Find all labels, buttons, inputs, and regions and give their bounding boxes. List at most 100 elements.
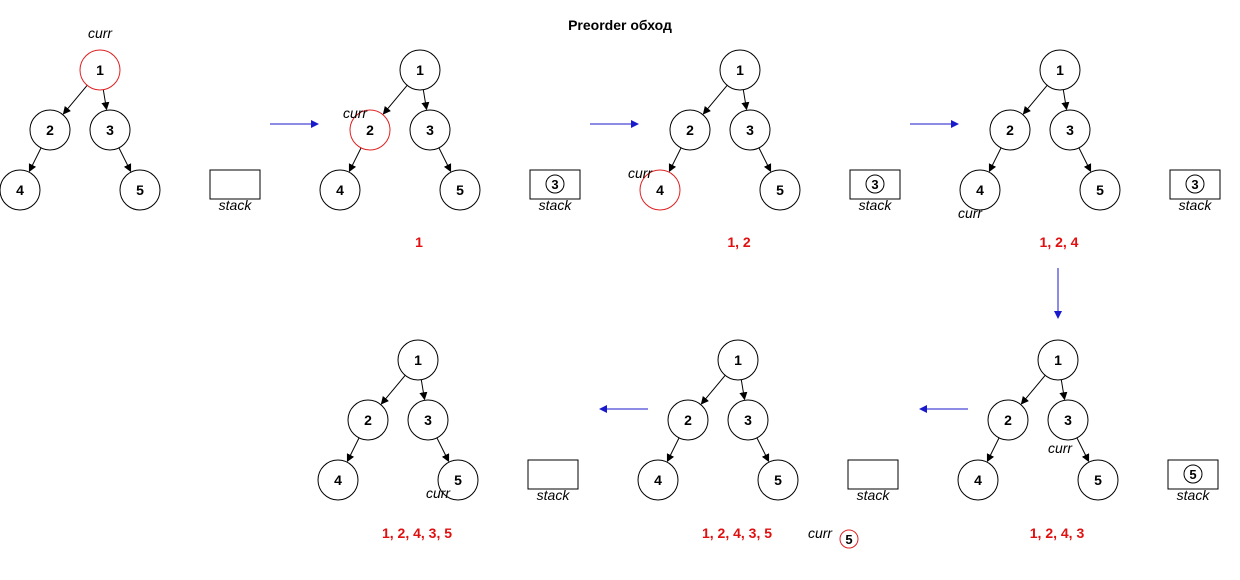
tree-node-5: [757, 459, 799, 501]
tree-node-label-1: 1: [734, 352, 742, 368]
output-sequence: 1, 2, 4, 3: [1030, 525, 1085, 541]
tree-node-5: [437, 459, 479, 501]
stack-item-label: 3: [1191, 177, 1198, 192]
tree-node-2: [29, 109, 71, 151]
tree-node-4: [317, 459, 359, 501]
tree-node-label-3: 3: [1064, 412, 1072, 428]
tree-node-1: [399, 49, 441, 91]
current-node-4: [639, 169, 681, 211]
tree-node-1: [1037, 339, 1079, 381]
tree-edge-2-4: [346, 437, 360, 463]
tree-node-label-3: 3: [106, 122, 114, 138]
tree-edge-3-5: [438, 147, 452, 173]
stack-label: stack: [857, 487, 891, 503]
tree-node-1: [397, 339, 439, 381]
tree-node-label-2: 2: [364, 412, 372, 428]
tree-edge-1-2: [62, 85, 88, 115]
curr-label: curr: [808, 525, 833, 541]
tree-node-1: [1039, 49, 1081, 91]
tree-node-5: [1079, 169, 1121, 211]
tree-node-label-5: 5: [1096, 182, 1104, 198]
tree-node-label-1: 1: [1056, 62, 1064, 78]
tree-node-label-2: 2: [684, 412, 692, 428]
curr-label: curr: [343, 105, 368, 121]
curr-label: curr: [426, 485, 451, 501]
stack-item: [865, 174, 885, 194]
stack-item: [1185, 174, 1205, 194]
stack-item-label: 5: [1189, 467, 1196, 482]
stack-box: [209, 169, 261, 200]
output-sequence: 1, 2, 4, 3, 5: [702, 525, 772, 541]
tree-node-4: [957, 459, 999, 501]
curr-label: curr: [628, 165, 653, 181]
stack-box: [847, 459, 899, 490]
tree-node-3: [727, 399, 769, 441]
current-node-5: [839, 529, 859, 549]
tree-edge-1-3: [421, 89, 430, 111]
stack-label: stack: [537, 487, 571, 503]
tree-node-label-2: 2: [46, 122, 54, 138]
current-node-label: 5: [845, 532, 852, 547]
tree-node-2: [987, 399, 1029, 441]
tree-edge-2-4: [668, 147, 682, 173]
tree-node-label-4: 4: [336, 182, 344, 198]
tree-edge-1-3: [739, 379, 748, 401]
tree-node-5: [439, 169, 481, 211]
tree-node-label-2: 2: [1004, 412, 1012, 428]
tree-edge-1-2: [700, 375, 726, 405]
stack-item-label: 3: [551, 177, 558, 192]
tree-edge-2-4: [28, 147, 42, 173]
tree-node-2: [347, 399, 389, 441]
stack-label: stack: [219, 197, 253, 213]
tree-node-label-5: 5: [776, 182, 784, 198]
tree-node-label-5: 5: [454, 472, 462, 488]
tree-node-label-1: 1: [736, 62, 744, 78]
tree-node-label-4: 4: [654, 472, 662, 488]
tree-node-label-2: 2: [1006, 122, 1014, 138]
tree-node-label-3: 3: [424, 412, 432, 428]
tree-node-4: [319, 169, 361, 211]
tree-node-label-3: 3: [426, 122, 434, 138]
tree-node-1: [719, 49, 761, 91]
tree-edge-2-4: [348, 147, 362, 173]
stack-label: stack: [1177, 487, 1211, 503]
tree-node-label-5: 5: [136, 182, 144, 198]
tree-edge-1-3: [741, 89, 750, 111]
tree-node-1: [717, 339, 759, 381]
tree-node-4: [637, 459, 679, 501]
tree-edge-1-2: [702, 85, 728, 115]
tree-node-label-5: 5: [774, 472, 782, 488]
tree-node-2: [667, 399, 709, 441]
tree-edge-1-3: [1061, 89, 1070, 111]
tree-node-label-5: 5: [456, 182, 464, 198]
tree-edge-3-5: [1078, 147, 1092, 173]
output-sequence: 1: [415, 234, 423, 250]
tree-edge-1-3: [1059, 379, 1068, 401]
tree-node-label-4: 4: [16, 182, 24, 198]
tree-node-label-1: 1: [96, 62, 104, 78]
tree-edge-1-3: [101, 89, 110, 111]
tree-node-label-4: 4: [334, 472, 342, 488]
tree-node-label-3: 3: [746, 122, 754, 138]
tree-edge-1-2: [382, 85, 408, 115]
tree-node-label-2: 2: [366, 122, 374, 138]
tree-node-3: [1047, 399, 1089, 441]
tree-node-2: [989, 109, 1031, 151]
stack-item-label: 3: [871, 177, 878, 192]
stack-label: stack: [859, 197, 893, 213]
tree-edge-3-5: [436, 437, 450, 463]
tree-node-4: [0, 169, 41, 211]
tree-edge-1-2: [1020, 375, 1046, 405]
tree-node-3: [407, 399, 449, 441]
output-sequence: 1, 2, 4, 3, 5: [382, 525, 452, 541]
tree-edge-1-2: [1022, 85, 1048, 115]
stack-box: [527, 459, 579, 490]
tree-edge-3-5: [756, 437, 770, 463]
tree-edge-1-2: [380, 375, 406, 405]
